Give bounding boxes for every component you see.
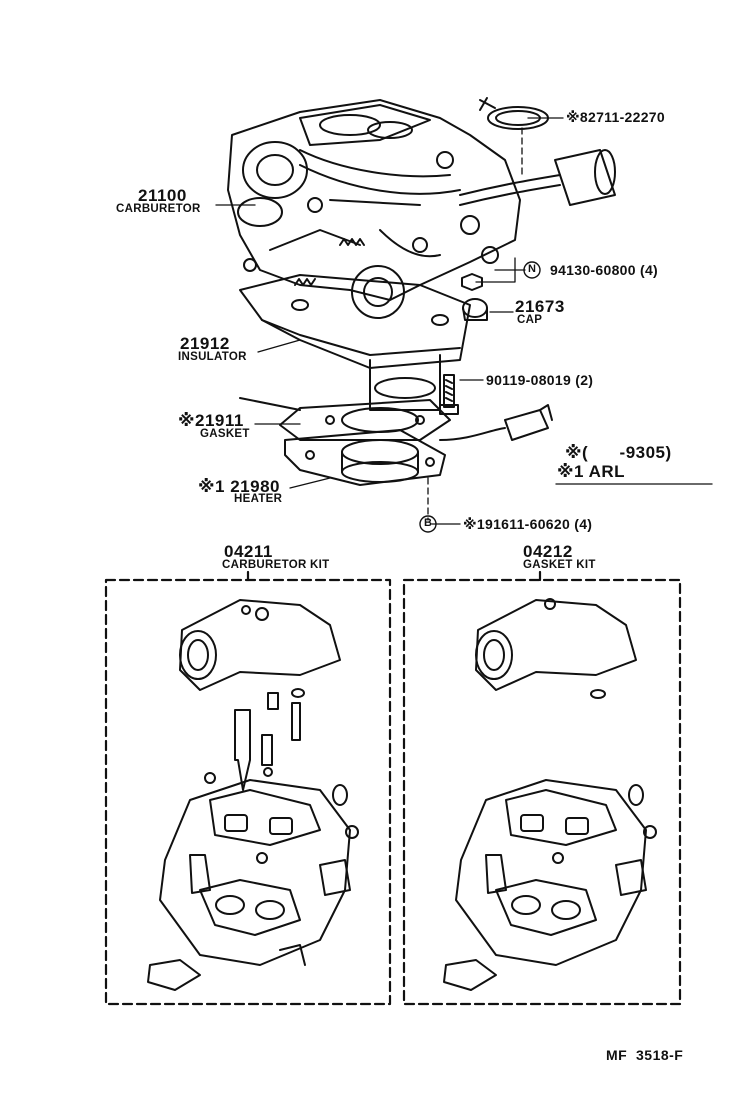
note-line-2: ※1 ARL bbox=[557, 462, 626, 481]
carburetor-part-number: 21100 bbox=[138, 186, 187, 205]
cap-part-number: 21673 bbox=[515, 297, 565, 316]
gasket-part-number: ※21911 bbox=[178, 411, 244, 430]
leader-lines bbox=[215, 117, 713, 525]
insulator-part-number: 21912 bbox=[180, 334, 230, 353]
nut-badge: N bbox=[528, 263, 537, 275]
bolt-part-number: 90119-08019 (2) bbox=[486, 372, 594, 388]
gasket-part-name: GASKET bbox=[200, 428, 250, 440]
carburetor-part-name: CARBURETOR bbox=[116, 203, 201, 215]
note-line-1: ※( -9305) bbox=[565, 443, 672, 462]
bolt-b-part-number: ※191611-60620 (4) bbox=[463, 516, 593, 532]
gasket-kit-number: 04212 bbox=[523, 542, 573, 561]
bolt-b-badge: B bbox=[424, 517, 433, 529]
clamp-part-number: ※82711-22270 bbox=[566, 109, 665, 125]
heater-drawing bbox=[284, 404, 553, 486]
bolt-drawing bbox=[439, 374, 459, 415]
carburetor-kit-name: CARBURETOR KIT bbox=[222, 559, 330, 571]
carburetor-kit-drawing bbox=[147, 599, 359, 991]
gasket-drawing bbox=[239, 397, 451, 441]
carburetor-assembly-drawing bbox=[227, 97, 616, 411]
footer-code: MF 3518-F bbox=[606, 1047, 684, 1063]
insulator-part-name: INSULATOR bbox=[178, 351, 247, 363]
kit-frames bbox=[104, 570, 682, 1006]
bolt-b-badge-circle bbox=[419, 515, 437, 533]
heater-part-name: HEATER bbox=[234, 493, 283, 505]
nut-part-number: 94130-60800 (4) bbox=[550, 262, 659, 278]
heater-part-number: ※1 21980 bbox=[198, 477, 280, 496]
carburetor-kit-number: 04211 bbox=[224, 542, 273, 561]
cap-part-name: CAP bbox=[517, 314, 543, 326]
nut-badge-circle bbox=[523, 261, 541, 279]
gasket-kit-name: GASKET KIT bbox=[523, 559, 596, 571]
gasket-kit-drawing bbox=[443, 598, 657, 991]
